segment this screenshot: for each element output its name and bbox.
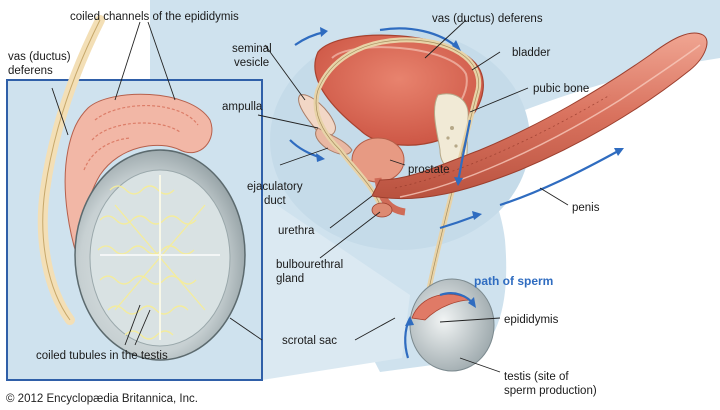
label-vas-left-line2: deferens (8, 65, 53, 77)
label-vas-left-line1: vas (ductus) (8, 51, 71, 63)
penis-shape (371, 32, 708, 200)
label-path-of-sperm: path of sperm (474, 274, 553, 288)
label-coiled-channels: coiled channels of the epididymis (70, 11, 239, 23)
label-ejaculatory-line2: duct (264, 195, 287, 207)
label-scrotal-sac: scrotal sac (282, 335, 337, 347)
label-vas-top: vas (ductus) deferens (432, 13, 543, 25)
label-testis-line2: sperm production) (504, 385, 597, 397)
label-urethra: urethra (278, 225, 315, 237)
label-testis-line1: testis (site of (504, 371, 569, 383)
label-bulbourethral-line2: gland (276, 273, 304, 285)
label-seminal-line1: seminal (232, 43, 272, 55)
label-pubic-bone: pubic bone (533, 83, 589, 95)
label-ejaculatory-line1: ejaculatory (247, 181, 303, 193)
label-prostate: prostate (408, 164, 450, 176)
inset-connector (262, 195, 410, 380)
label-penis: penis (572, 202, 600, 214)
label-epididymis: epididymis (504, 314, 559, 326)
inset-epididymis (64, 93, 213, 271)
label-coiled-tubules: coiled tubules in the testis (36, 350, 168, 362)
label-ampulla: ampulla (222, 101, 263, 113)
label-seminal-line2: vesicle (234, 57, 269, 69)
bulbourethral-gland-shape (371, 202, 393, 218)
leader-lines (51, 19, 569, 373)
label-bladder: bladder (512, 47, 551, 59)
label-bulbourethral-line1: bulbourethral (276, 259, 343, 271)
copyright-notice: © 2012 Encyclopædia Britannica, Inc. (6, 393, 198, 405)
sperm-path-arrowheads (316, 27, 624, 326)
